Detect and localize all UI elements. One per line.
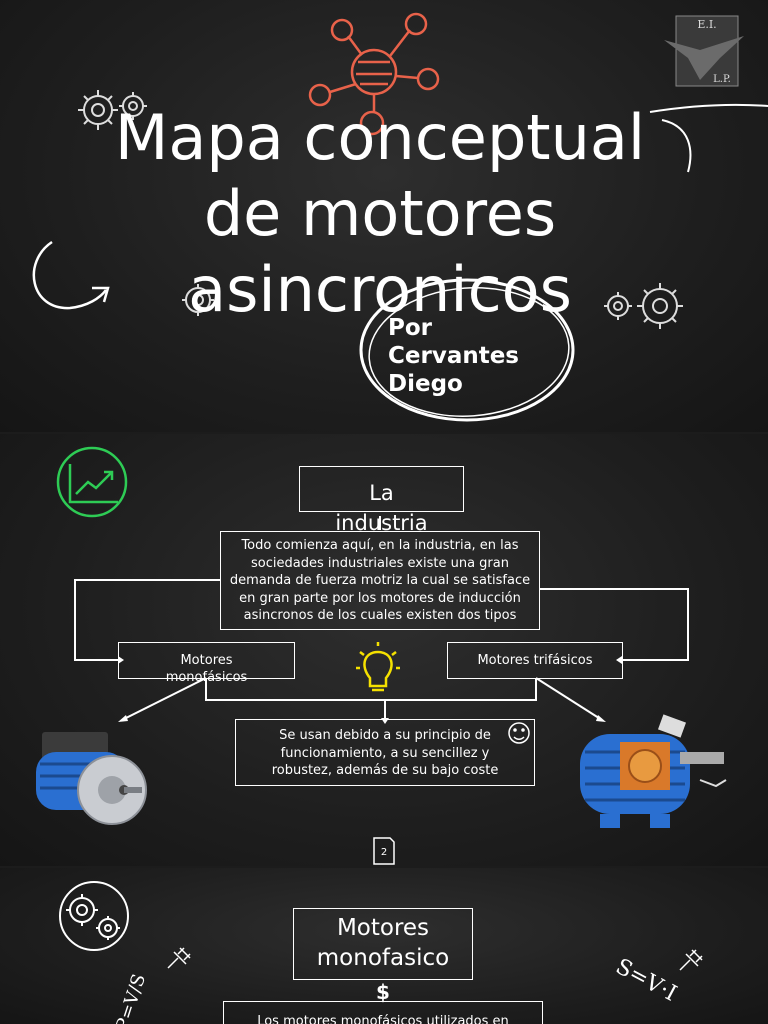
- heading-node: [293, 908, 473, 980]
- title-line: Mapa conceptual: [114, 101, 646, 174]
- title-line: de motores: [203, 177, 557, 250]
- single-phase-label: Motores monofásicos: [165, 653, 248, 685]
- lightbulb-icon: [356, 642, 400, 692]
- usage-text: Se usan debido a su principio de funcion…: [271, 728, 499, 778]
- gears-icon: [604, 283, 683, 329]
- slide-title: E.I. L.P. Mapa conceptual de motores asi…: [0, 0, 768, 432]
- page-number-icon: [373, 837, 395, 865]
- gears-icon: [59, 881, 129, 951]
- three-phase-node: [447, 642, 623, 679]
- single-phase-node: [118, 642, 295, 679]
- logo: E.I. L.P.: [664, 15, 744, 87]
- heading-line: monofasico: [316, 945, 450, 971]
- author-line: Por: [388, 315, 433, 341]
- smiley-icon: [508, 722, 530, 744]
- author-line: Cervantes: [388, 343, 519, 369]
- author-circle-inner: [368, 287, 570, 417]
- title-line: asincronicos: [188, 253, 572, 326]
- page-title: Mapa conceptual de motores asincronicos: [60, 100, 700, 328]
- connector-lines: [74, 516, 689, 721]
- page-number: 2: [380, 847, 388, 858]
- curved-arrow-icon: [32, 240, 110, 310]
- root-node: [299, 466, 464, 512]
- body-text: Los motores monofásicos utilizados en: [257, 1014, 509, 1024]
- body-node: [223, 1001, 543, 1024]
- concept-map-connectors: [36, 446, 727, 865]
- gears-icon: [78, 90, 147, 130]
- gear-icon: [182, 284, 214, 316]
- single-phase-motor-image: [36, 732, 147, 825]
- root-node-label: La industria: [299, 478, 464, 538]
- dollar-symbol: $: [376, 980, 390, 1004]
- pushpin-icon: [167, 947, 191, 969]
- slide-concept-map: La industria Todo comienza aquí, en la i…: [0, 434, 768, 866]
- slide-single-phase: P=V/S S=V·I Motores monofasico $ Los mot…: [0, 868, 768, 1024]
- description-node: [220, 531, 540, 630]
- pushpin-icon: [679, 949, 703, 971]
- heading-label: Motores monofasico: [293, 913, 473, 973]
- root-label-line: La: [369, 481, 394, 505]
- slide1-decorations: E.I. L.P.: [32, 12, 768, 422]
- author-circle: [359, 278, 575, 422]
- author-line: Diego: [388, 371, 463, 397]
- author: Por Cervantes Diego: [388, 314, 519, 398]
- heading-line: Motores: [336, 915, 430, 941]
- logo-top-text: E.I.: [697, 18, 716, 31]
- three-phase-label: Motores trifásicos: [477, 653, 593, 668]
- growth-chart-icon: [56, 446, 128, 518]
- slide3-decorations: [59, 881, 703, 971]
- chalk-stroke: [649, 103, 768, 173]
- network-icon: [308, 12, 440, 136]
- usage-node: [235, 719, 535, 786]
- description-text: Todo comienza aquí, en la industria, en …: [229, 538, 531, 623]
- logo-bottom-text: L.P.: [713, 74, 731, 85]
- three-phase-motor-image: [580, 714, 727, 828]
